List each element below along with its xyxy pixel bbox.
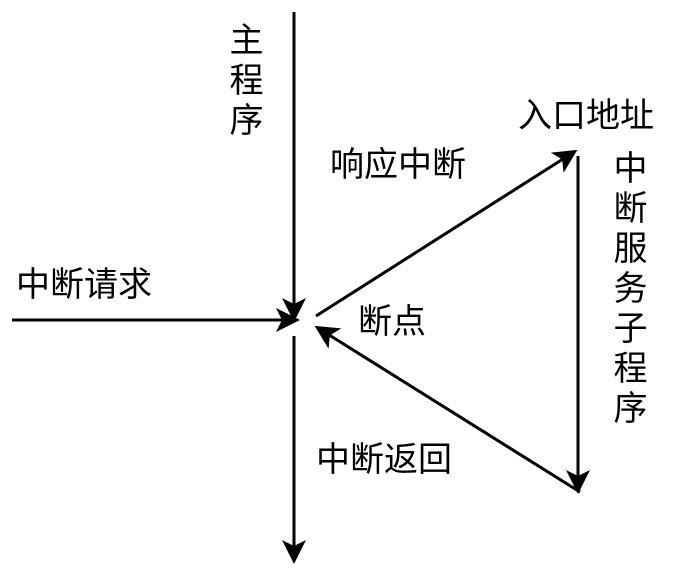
- respond-interrupt-arrow: [315, 149, 578, 318]
- breakpoint-label: 断点: [358, 302, 426, 342]
- respond-interrupt-label: 响应中断: [330, 145, 466, 185]
- interrupt-return-label: 中断返回: [316, 440, 452, 480]
- interrupt-return-arrow: [314, 325, 581, 494]
- main-program-label: 主程序: [223, 22, 263, 142]
- entry-address-label: 入口地址: [518, 96, 654, 136]
- interrupt-request-label: 中断请求: [16, 265, 152, 305]
- isr-label: 中断服务子程序: [607, 150, 647, 430]
